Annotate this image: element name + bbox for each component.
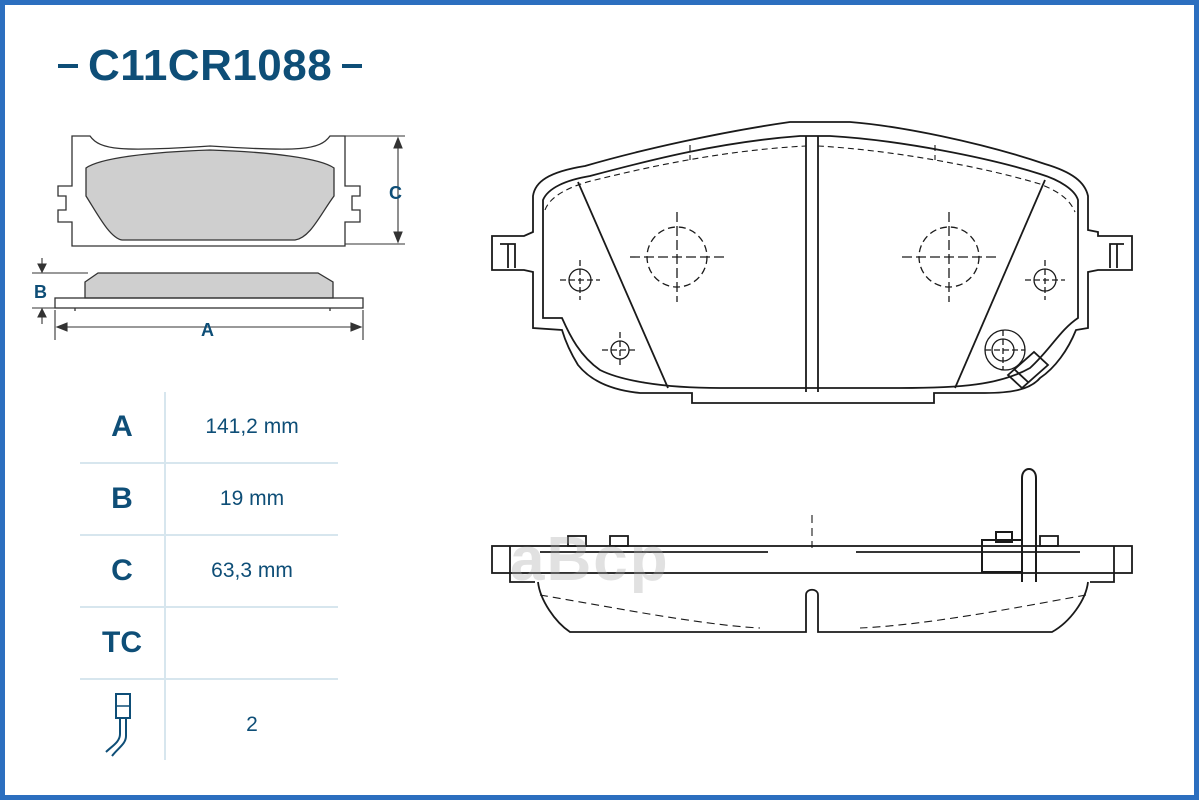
dimension-a (54, 310, 364, 340)
spec-value (166, 608, 338, 678)
spec-value: 19 mm (219, 487, 285, 510)
part-number-title: C11CR1088 (88, 41, 333, 90)
sensor-wire-icon (80, 680, 164, 770)
spec-key: B (111, 482, 133, 515)
wear-sensor-side (981, 468, 1037, 582)
sensor-count: 2 (246, 713, 258, 736)
dim-label-c: C (389, 183, 402, 203)
dim-label-a: A (201, 320, 214, 340)
watermark: aBcp (510, 525, 670, 594)
spec-table-divider (164, 392, 166, 760)
spec-key: C (111, 554, 133, 587)
dim-label-b: B (34, 282, 47, 302)
spec-row-a: A 141,2 mm (80, 392, 338, 464)
side-hidden-lines (539, 515, 1087, 629)
small-front-view (57, 135, 361, 247)
spec-value: 63,3 mm (211, 559, 293, 582)
spec-value: 141,2 mm (205, 415, 299, 438)
pad-hole-markers (560, 212, 1065, 371)
wear-sensor-front (1006, 350, 1050, 390)
title-block: C11CR1088 (48, 38, 372, 94)
spec-key: TC (102, 626, 142, 659)
spec-row-sensor: 2 (80, 680, 338, 770)
title-dash-left (58, 64, 78, 68)
sensor-wire-icon-svg (105, 693, 131, 757)
title-dash-right (342, 64, 363, 68)
spec-row-b: B 19 mm (80, 464, 338, 536)
spec-row-c: C 63,3 mm (80, 536, 338, 608)
spec-key: A (111, 410, 133, 443)
spec-row-tc: TC (80, 608, 338, 680)
pad-front-view (491, 121, 1133, 404)
spec-table: A 141,2 mm B 19 mm C 63,3 mm TC 2 (80, 392, 338, 770)
pad-hidden-lines (544, 145, 1076, 213)
pad-side-view (491, 535, 1133, 633)
small-side-view (54, 272, 364, 311)
dimension-b (32, 258, 88, 324)
dimension-c (345, 135, 405, 245)
